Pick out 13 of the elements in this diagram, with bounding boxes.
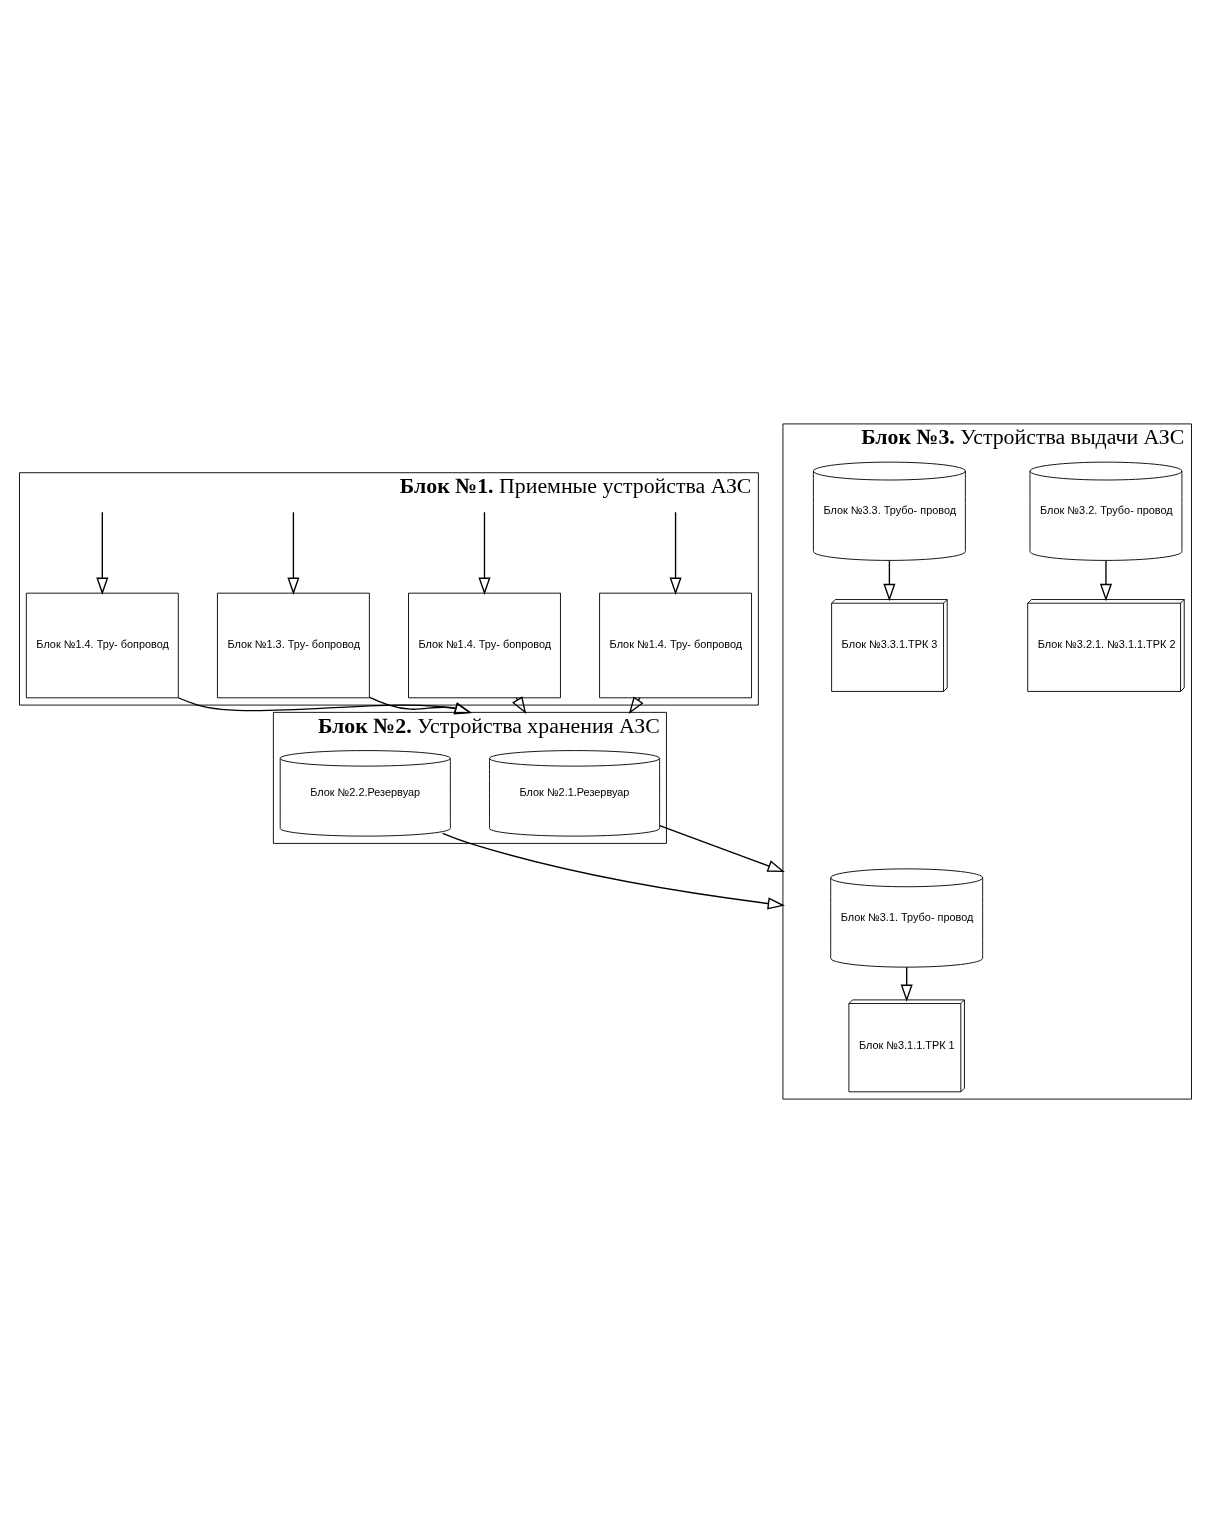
arrow — [441, 832, 785, 909]
arrow — [368, 696, 472, 714]
arrow — [177, 696, 472, 714]
arrow — [1099, 559, 1112, 601]
arrow — [659, 824, 785, 872]
arrow — [287, 511, 300, 595]
arrow — [883, 559, 896, 601]
node-box: Блок №1.3. Тру- бопровод — [216, 592, 370, 698]
node-box: Блок №1.4. Тру- бопровод — [599, 592, 752, 698]
node-box: Блок №1.4. Тру- бопровод — [25, 592, 179, 698]
arrow — [669, 511, 682, 595]
arrow — [478, 511, 491, 595]
arrow — [96, 511, 109, 595]
